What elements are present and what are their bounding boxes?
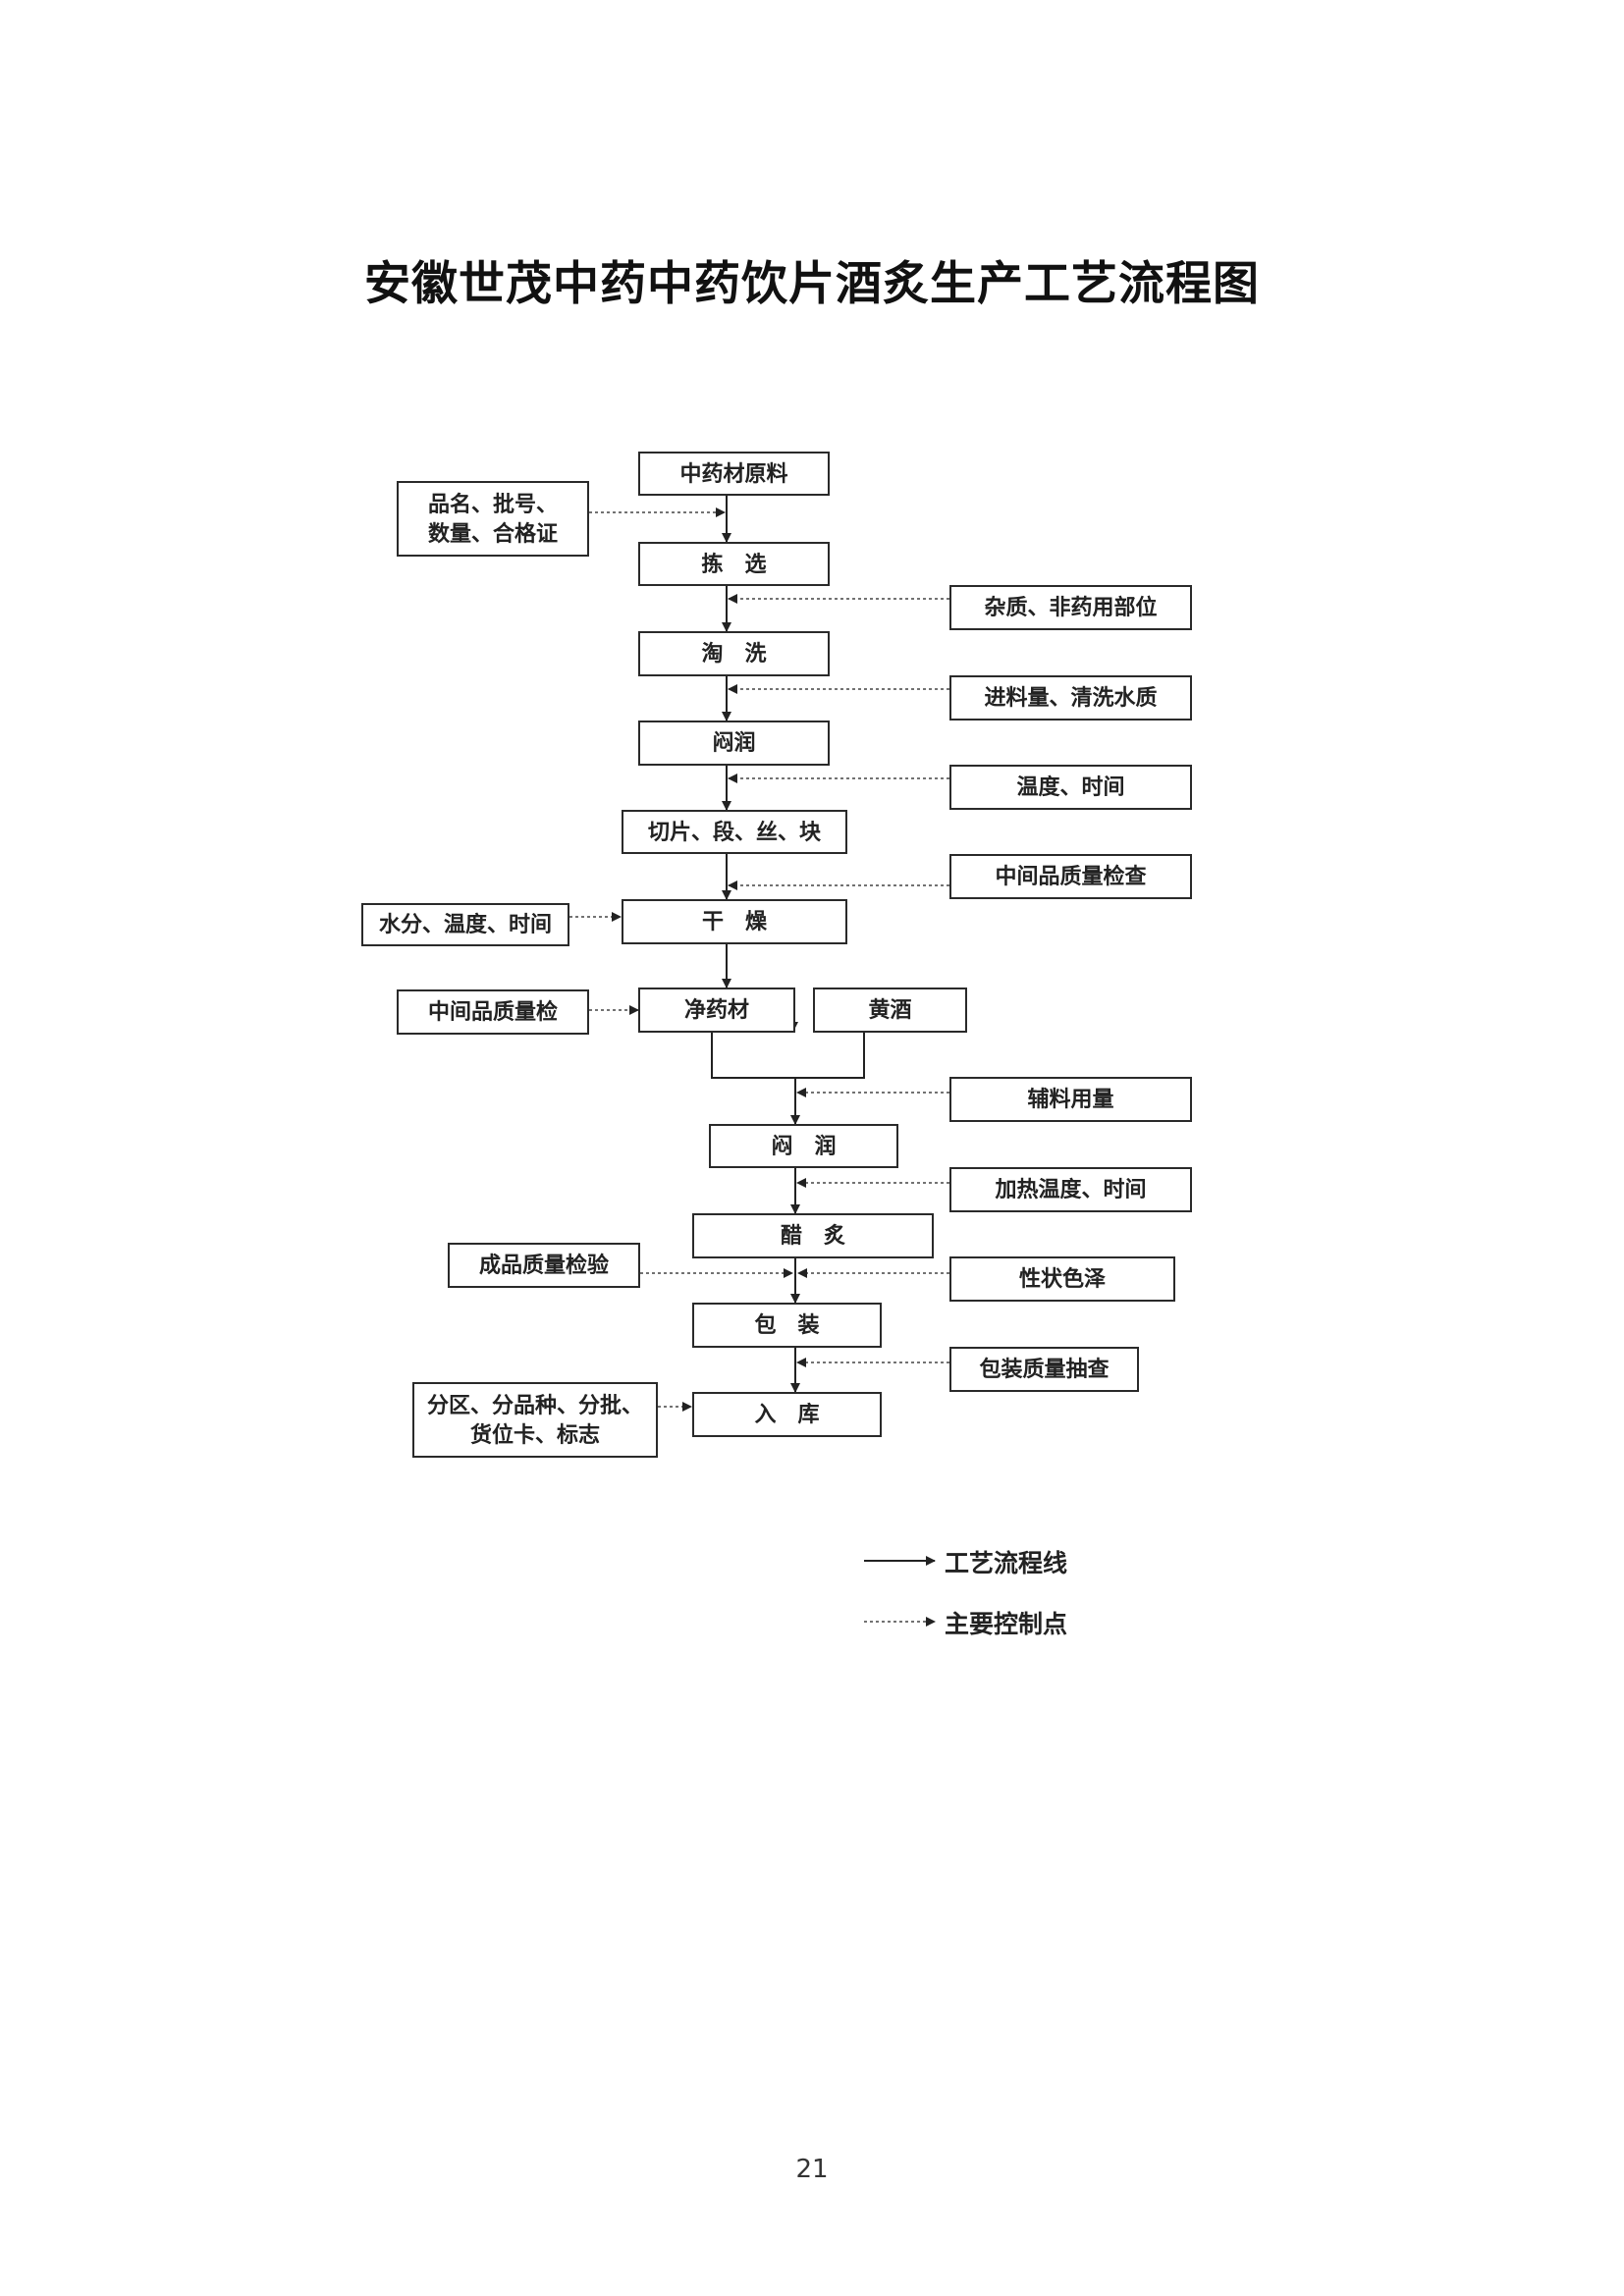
step-packaging: 包 装 xyxy=(692,1303,882,1348)
step-warehousing: 入 库 xyxy=(692,1392,882,1437)
control-impurities: 杂质、非药用部位 xyxy=(949,585,1192,630)
control-heat-temp-time: 加热温度、时间 xyxy=(949,1167,1192,1212)
control-intermediate-inspect: 中间品质量检 xyxy=(397,989,589,1035)
step-sorting: 拣 选 xyxy=(638,542,830,586)
step-vinegar-roast: 醋 炙 xyxy=(692,1213,934,1258)
control-packaging-check: 包装质量抽查 xyxy=(949,1347,1139,1392)
step-cutting: 切片、段、丝、块 xyxy=(622,810,847,854)
step-raw-material: 中药材原料 xyxy=(638,452,830,496)
step-yellow-wine: 黄酒 xyxy=(813,988,967,1033)
control-appearance: 性状色泽 xyxy=(949,1256,1175,1302)
control-name-batch: 品名、批号、 数量、合格证 xyxy=(397,481,589,557)
legend-process-label: 工艺流程线 xyxy=(945,1549,1068,1577)
step-moisten-1: 闷润 xyxy=(638,721,830,766)
merge-line xyxy=(711,1033,865,1079)
step-washing: 淘 洗 xyxy=(638,631,830,676)
step-moisten-2: 闷 润 xyxy=(709,1124,898,1168)
control-auxiliary-amount: 辅料用量 xyxy=(949,1077,1192,1122)
control-finished-inspection: 成品质量检验 xyxy=(448,1243,640,1288)
step-clean-material: 净药材 xyxy=(638,988,795,1033)
control-temp-time: 温度、时间 xyxy=(949,765,1192,810)
control-moisture-temp-time: 水分、温度、时间 xyxy=(361,903,569,946)
control-intermediate-check: 中间品质量检查 xyxy=(949,854,1192,899)
legend-control-label: 主要控制点 xyxy=(945,1610,1068,1638)
control-feed-water: 进料量、清洗水质 xyxy=(949,675,1192,721)
page-title: 安徽世茂中药中药饮片酒炙生产工艺流程图 xyxy=(364,257,1260,311)
step-drying: 干 燥 xyxy=(622,899,847,944)
page-number: 21 xyxy=(795,2155,829,2184)
control-storage-rules: 分区、分品种、分批、 货位卡、标志 xyxy=(412,1382,658,1458)
